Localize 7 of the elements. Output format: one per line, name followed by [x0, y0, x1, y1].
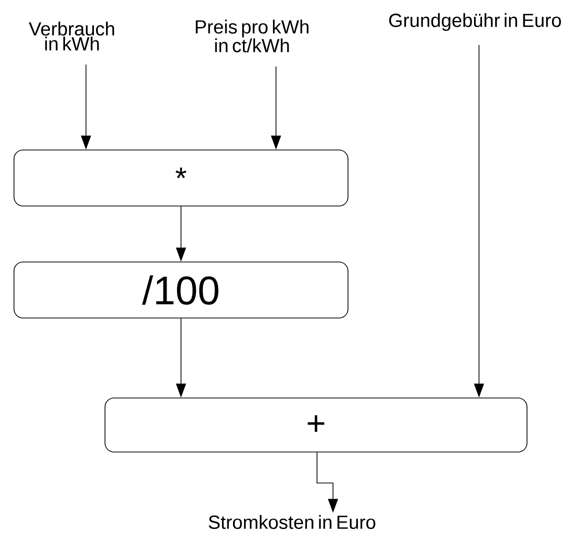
flow-label: Preis pro kWh in ct/kWh [196, 20, 308, 52]
operation-box: * [14, 150, 348, 206]
operation-box: + [104, 398, 528, 452]
operation-box: /100 [14, 262, 348, 318]
flow-label: Grundgebühr in Euro [389, 13, 561, 31]
flow-label: Verbrauch in kWh [28, 22, 114, 50]
flow-label: Stromkosten in Euro [208, 515, 376, 529]
